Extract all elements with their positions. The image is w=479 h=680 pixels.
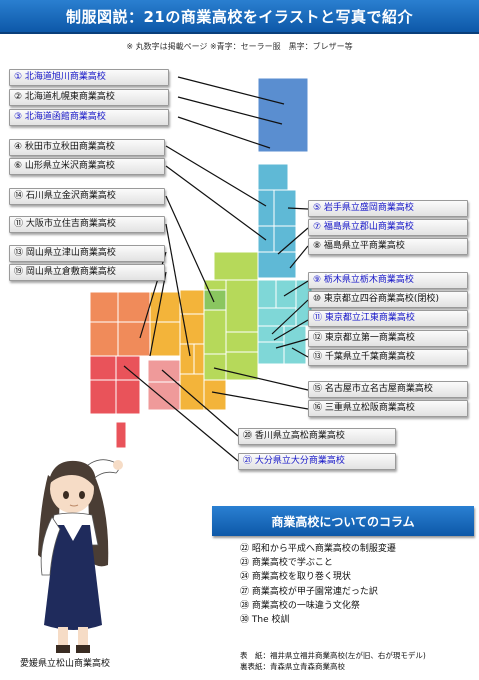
tile-tokyo (257, 325, 285, 343)
map-tiles (89, 77, 313, 449)
tile-aomori (257, 163, 289, 191)
leader-lines (123, 76, 309, 462)
tile-nara (193, 343, 205, 375)
student-illustration (38, 459, 123, 653)
tile-mie (203, 379, 227, 411)
cover-notes: 表 紙：福井県立福井商業高校(左が旧、右が現モデル) 裏表紙：青森県立青森商業高… (240, 650, 426, 672)
tile-okayama (117, 321, 151, 357)
page-title: 制服図説：21の商業高校をイラストと写真で紹介 (0, 0, 479, 34)
tile-niigata (213, 251, 259, 281)
school-label-yonezawa[interactable]: ⑥ 山形県立米沢商業高校 (9, 158, 165, 175)
school-label-akita[interactable]: ④ 秋田市立秋田商業高校 (9, 139, 165, 156)
tile-shizuoka (225, 351, 259, 381)
tile-aichi (203, 353, 227, 381)
tile-gifu (203, 309, 227, 355)
tile-kochi (147, 381, 181, 411)
school-label-yotsuya[interactable]: ⑩ 東京都立四谷商業高校(閉校) (308, 291, 468, 308)
cover-front-note: 表 紙：福井県立福井商業高校(左が旧、右が現モデル) (240, 651, 426, 660)
school-label-morioka[interactable]: ⑤ 岩手県立盛岡商業高校 (308, 200, 468, 217)
tile-hokkaido (257, 77, 309, 153)
tile-hiroshima (89, 321, 119, 357)
school-label-sapporo-higashi[interactable]: ② 北海道札幌東商業高校 (9, 89, 169, 106)
school-label-matsusaka[interactable]: ⑯ 三重県立松阪商業高校 (308, 400, 468, 417)
school-label-daiichi[interactable]: ⑫ 東京都立第一商業高校 (308, 330, 468, 347)
tile-ishikawa (203, 289, 227, 311)
tile-shimane (89, 291, 119, 323)
column-item[interactable]: ㉒ 昭和から平成へ商業高校の制服変遷 (240, 544, 396, 554)
tile-shiga (179, 313, 205, 345)
tile-osaka (179, 343, 195, 375)
tile-yamagata (257, 225, 275, 253)
school-label-sumiyoshi[interactable]: ⑪ 大阪市立住吉商業高校 (9, 216, 165, 233)
tile-nagano (225, 279, 259, 333)
column-list: ㉒ 昭和から平成へ商業高校の制服変遷 ㉓ 商業高校で学ぶこと ㉔ 商業高校を取り… (240, 542, 396, 627)
school-label-asahikawa[interactable]: ① 北海道旭川商業高校 (9, 69, 169, 86)
school-label-takamatsu[interactable]: ⑳ 香川県立高松商業高校 (238, 428, 396, 445)
tile-yamaguchi (89, 355, 117, 381)
school-label-koto[interactable]: ⑪ 東京都立江東商業高校 (308, 310, 468, 327)
school-label-kurashiki[interactable]: ⑲ 岡山県立倉敷商業高校 (9, 264, 165, 281)
school-label-chiba[interactable]: ⑬ 千葉県立千葉商業高校 (308, 349, 468, 366)
tile-kanagawa (257, 341, 285, 365)
tile-tottori (117, 291, 151, 323)
tile-hyogo (149, 321, 181, 357)
tile-kyoto (149, 291, 181, 323)
column-item[interactable]: ㉗ 商業高校が甲子園常連だった訳 (240, 586, 378, 597)
cover-back-note: 裏表紙：青森県立青森商業高校 (240, 662, 345, 671)
legend-note: ※ 丸数字は掲載ページ ※青字：セーラー服 黒字：ブレザー等 (126, 42, 353, 51)
tile-yamanashi (225, 331, 259, 353)
tile-kyushu-w (89, 379, 117, 415)
tile-fukushima (257, 251, 297, 279)
column-item[interactable]: ㉘ 商業高校の一味違う文化祭 (240, 600, 360, 611)
column-item[interactable]: ㉓ 商業高校で学ぶこと (240, 558, 333, 569)
school-label-hakodate[interactable]: ③ 北海道函館商業高校 (9, 109, 169, 126)
tile-tochigi (275, 279, 297, 309)
column-header: 商業高校についてのコラム (212, 506, 474, 536)
school-label-taira[interactable]: ⑧ 福島県立平商業高校 (308, 238, 468, 255)
school-label-kanazawa[interactable]: ⑭ 石川県立金沢商業高校 (9, 188, 165, 205)
tile-okinawa (115, 421, 127, 449)
illustration-caption: 愛媛県立松山商業高校 (20, 659, 111, 669)
column-item[interactable]: ㉔ 商業高校を取り巻く現状 (240, 572, 351, 583)
tile-akita (257, 189, 275, 227)
tile-fukui (179, 289, 205, 315)
tile-kyushu-e (115, 379, 141, 415)
school-label-koriyama[interactable]: ⑦ 福島県立郡山商業高校 (308, 219, 468, 236)
school-label-oita[interactable]: ㉑ 大分県立大分商業高校 (238, 453, 396, 470)
column-item[interactable]: ㉚ The 校訓 (240, 615, 290, 626)
school-label-nagoya[interactable]: ⑮ 名古屋市立名古屋商業高校 (308, 381, 468, 398)
tile-wakayama (179, 373, 205, 411)
school-label-tsuyama[interactable]: ⑬ 岡山県立津山商業高校 (9, 245, 165, 262)
school-label-tochigi[interactable]: ⑨ 栃木県立栃木商業高校 (308, 272, 468, 289)
tile-gunma (257, 279, 277, 309)
